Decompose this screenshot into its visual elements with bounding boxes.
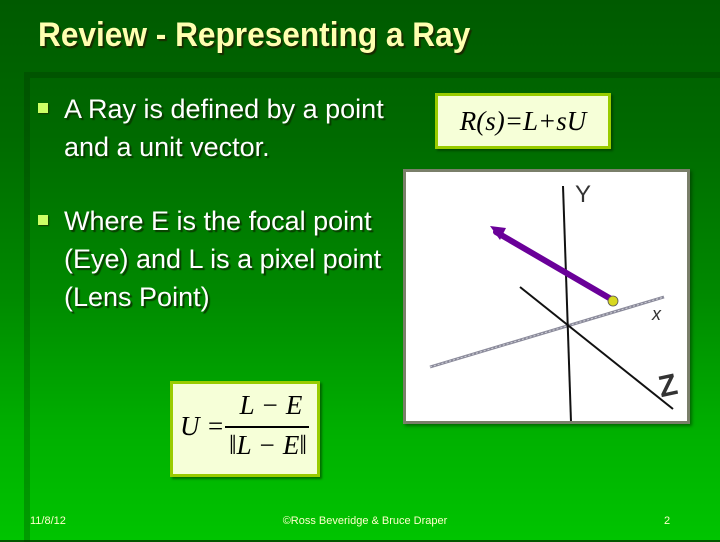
ray-origin-point bbox=[607, 295, 619, 307]
content-frame bbox=[24, 72, 720, 542]
bullet-text: Where E is the focal point (Eye) and L i… bbox=[64, 206, 382, 312]
ray-line bbox=[493, 229, 614, 302]
bullet-text: A Ray is defined by a point and a unit v… bbox=[64, 94, 384, 162]
bullet-square-icon bbox=[38, 215, 48, 225]
ray-equation: R(s)=L+sU bbox=[435, 93, 611, 149]
equation-numerator: L − E bbox=[239, 390, 303, 420]
bullet-item: Where E is the focal point (Eye) and L i… bbox=[38, 202, 408, 316]
equation-denominator: ‖L − E‖ bbox=[229, 430, 307, 460]
y-axis bbox=[562, 185, 572, 423]
equation-lhs: U = bbox=[180, 411, 225, 441]
footer-copyright: ©Ross Beveridge & Bruce Draper bbox=[282, 515, 448, 527]
footer-page-number: 2 bbox=[664, 515, 671, 527]
bullet-square-icon bbox=[38, 103, 48, 113]
slide-title: Review - Representing a Ray bbox=[38, 16, 471, 54]
x-axis-label: x bbox=[651, 304, 662, 324]
axes-diagram-svg: Y x Z bbox=[429, 181, 680, 423]
footer-date: 11/8/12 bbox=[30, 515, 66, 527]
fraction-bar bbox=[225, 426, 309, 428]
ray-3d-diagram: Y x Z bbox=[403, 169, 690, 424]
ray-equation-text: R(s)=L+sU bbox=[459, 105, 587, 136]
z-axis bbox=[519, 286, 674, 410]
ray-arrowhead-icon bbox=[490, 226, 506, 240]
bullet-item: A Ray is defined by a point and a unit v… bbox=[38, 90, 408, 166]
bullet-list: A Ray is defined by a point and a unit v… bbox=[38, 90, 408, 316]
unit-vector-equation: U = L − E ‖L − E‖ bbox=[170, 381, 320, 477]
y-axis-label: Y bbox=[575, 181, 591, 208]
